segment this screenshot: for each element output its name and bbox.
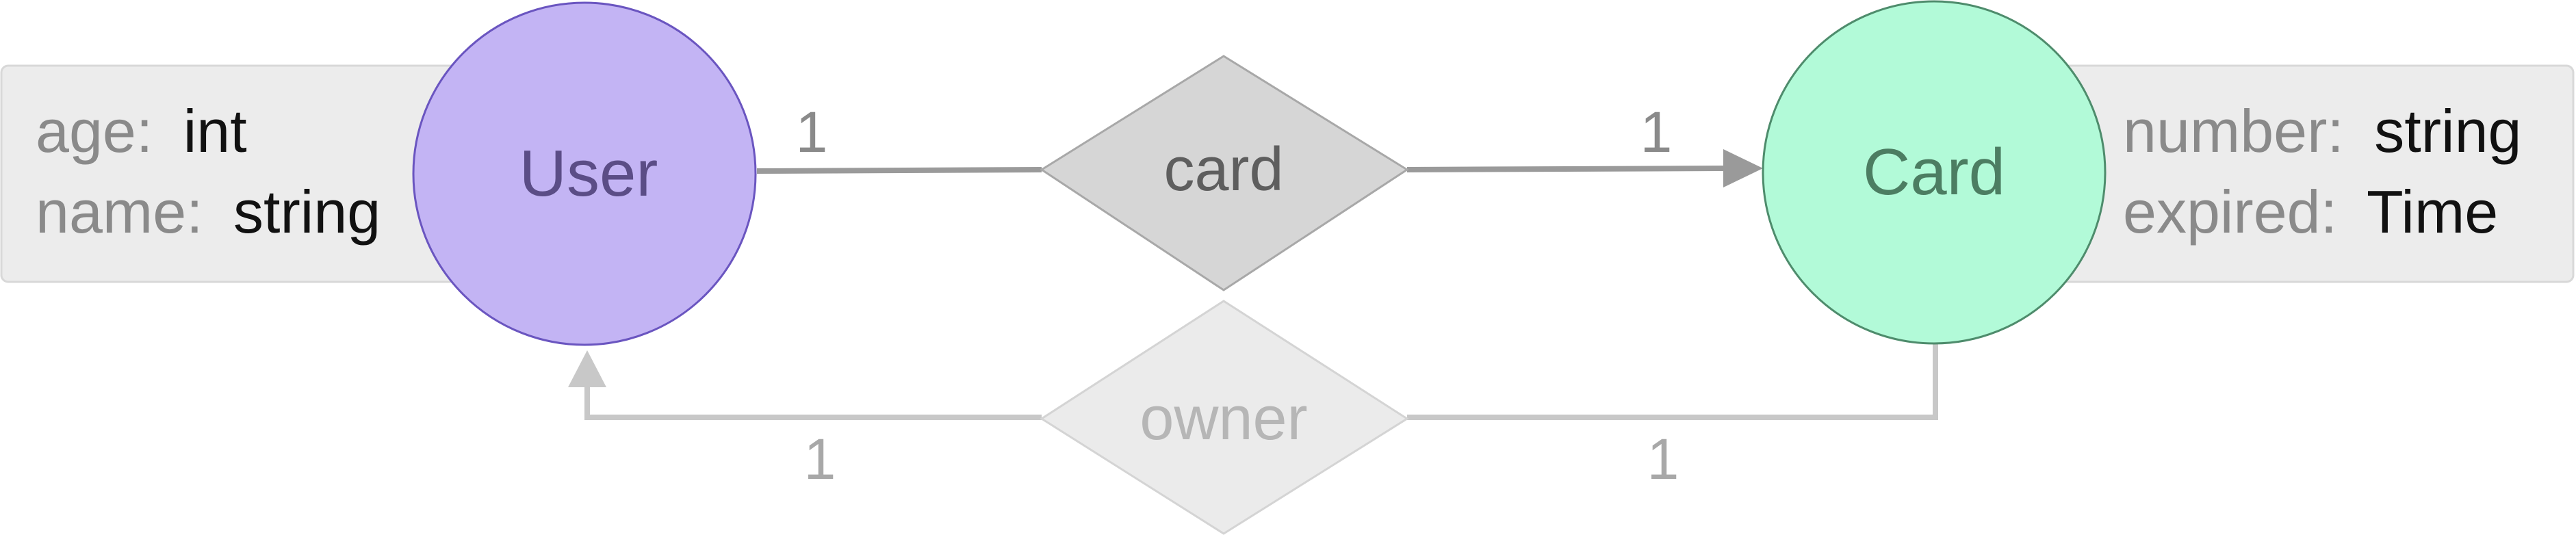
entity-card: Card [1762,0,2107,345]
owner-edge-from-card [1407,342,1938,420]
entity-card-node [1762,0,2107,345]
card-field-number-key: number: [2123,97,2344,165]
relation-owner-label: owner [1139,384,1307,453]
card-edge-from-user [756,167,1042,174]
card-edge-to-card [1406,166,1725,172]
owner-cardinality-user-side: 1 [804,427,836,491]
user-field-age: age: int [36,97,247,165]
card-arrowhead-icon [1723,149,1763,187]
owner-edge-to-user [584,356,1042,420]
user-field-name: name: string [36,178,381,246]
card-field-expired: expired: Time [2123,178,2498,246]
entity-user-label: User [519,137,658,210]
owner-cardinality-card-side: 1 [1647,427,1679,491]
user-field-age-type: int [183,97,247,165]
entity-user-node [412,1,757,346]
relation-owner: owner [1040,300,1409,535]
relation-card-label: card [1163,135,1283,204]
card-field-expired-type: Time [2367,178,2498,246]
owner-arrowhead-icon [568,350,606,387]
card-cardinality-user-side: 1 [796,100,828,164]
relation-card: card [1040,55,1409,291]
user-field-name-type: string [233,178,381,246]
user-field-name-key: name: [36,178,203,246]
card-field-number-type: string [2374,97,2521,165]
user-field-age-key: age: [36,97,153,165]
relation-owner-diamond [1040,300,1409,535]
card-fields-box: number: string expired: Time [2059,64,2575,283]
entity-card-label: Card [1863,135,2005,209]
relation-card-diamond [1040,55,1409,291]
entity-user: User [412,1,757,346]
card-field-number: number: string [2123,97,2521,165]
card-cardinality-card-side: 1 [1640,100,1673,164]
user-fields-box: age: int name: string [0,64,468,283]
card-field-expired-key: expired: [2123,178,2337,246]
